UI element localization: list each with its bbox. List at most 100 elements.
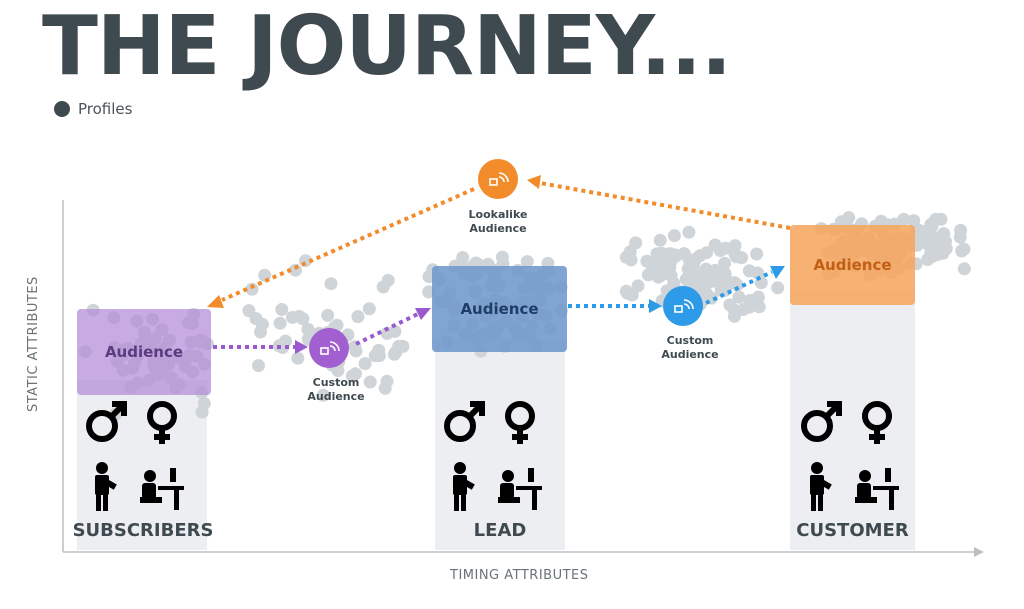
custom-audience-label-2: Custom Audience [647,334,733,362]
profile-dot [363,375,377,389]
profile-dot [710,274,724,288]
profile-dot [742,264,756,278]
lead-column [435,340,565,550]
arrowhead-2 [415,308,431,320]
office-worker-icon [855,468,899,510]
profile-dot [651,270,665,284]
profile-dot [372,349,386,363]
male-icon [801,401,842,442]
arrow-custom-to-lead [355,311,421,346]
profile-dot [195,405,209,419]
worker-icon [453,462,475,511]
custom-audience-circle-1 [309,328,349,368]
lead-audience-box: Audience [432,266,567,352]
profile-dot [258,268,272,282]
custom-audience-label-1: Custom Audience [293,376,379,404]
profile-dot [679,272,693,286]
customer-audience-box: Audience [790,225,915,305]
profile-dot [693,249,707,263]
profile-dot [380,326,394,340]
profile-dot [718,256,732,270]
profile-dot [954,223,968,237]
worker-icon [810,462,832,511]
profile-dot [321,308,335,322]
stage-label-subscribers: SUBSCRIBERS [72,520,214,541]
profile-dot [254,325,267,339]
profile-dot [296,312,310,326]
stage-label-lead: LEAD [473,520,527,541]
custom1-line1: Custom [312,376,360,389]
subscribers-icons [86,401,184,511]
arrows [213,181,791,349]
lookalike-line1: Lookalike [468,208,528,221]
arrowhead-5 [527,175,541,189]
profile-dot [957,262,971,276]
arrowheads [207,175,785,354]
y-axis-label: STATIC ATTRIBUTES [26,276,41,412]
profile-dot [324,277,338,291]
profile-dot [349,367,362,381]
profile-dot [629,236,643,250]
signal-icons [320,172,694,355]
profile-dot [245,282,259,296]
profile-dot [664,255,678,269]
profile-dot [289,263,302,277]
arrowhead-3 [649,299,662,313]
subscribers-audience-box: Audience [77,309,211,395]
customer-column [790,290,915,550]
custom-audience-circle-2 [663,286,703,326]
profile-dot [928,231,942,245]
worker-icon [95,462,117,511]
profile-dot [684,261,698,275]
profile-dot [698,268,712,282]
stage-label-customer: CUSTOMER [796,520,909,541]
profile-dot [667,229,681,243]
female-icon [862,401,892,444]
profile-dot [301,322,315,336]
profile-dot [653,233,667,247]
profile-dot [729,250,743,264]
female-icon [505,401,535,444]
profile-dot [316,388,330,402]
legend: Profiles [54,100,132,118]
female-icon [147,401,177,444]
profile-dot [422,285,436,299]
profile-dot [924,218,938,231]
page-title: THE JOURNEY... [42,0,732,94]
arrowhead-1 [295,340,308,354]
x-axis-label: TIMING ATTRIBUTES [450,568,589,583]
lookalike-audience-circle [478,159,518,199]
customer-icons [801,401,899,511]
profile-dot [752,300,766,314]
lookalike-line2: Audience [469,221,527,235]
profile-dot [957,242,971,256]
male-icon [444,401,485,442]
axes [62,200,984,557]
audience-circles [309,159,703,368]
profile-dot [728,309,741,323]
profile-dot [358,357,372,371]
profile-dot [934,212,948,226]
legend-label: Profiles [78,100,133,118]
profile-dot [495,250,509,264]
male-icon [86,401,127,442]
profile-dot [742,300,756,314]
profile-dot [631,279,645,293]
profile-dot [520,255,534,269]
profile-dot [708,238,722,252]
custom1-line2: Audience [307,389,365,403]
office-worker-icon [498,468,542,510]
profile-dot [291,351,305,365]
lead-icons [444,401,542,511]
custom2-line2: Audience [661,347,719,361]
profile-dot [939,242,953,256]
x-axis-arrowhead [974,547,984,557]
profile-dot [732,290,746,304]
profile-dot [249,312,263,326]
profile-dot [771,281,785,295]
arrow-lookalike-to-subscribers [221,187,475,302]
profile-dot [275,303,289,316]
people-icons [86,401,899,511]
profile-dot [682,225,696,239]
profile-dot [389,345,403,359]
